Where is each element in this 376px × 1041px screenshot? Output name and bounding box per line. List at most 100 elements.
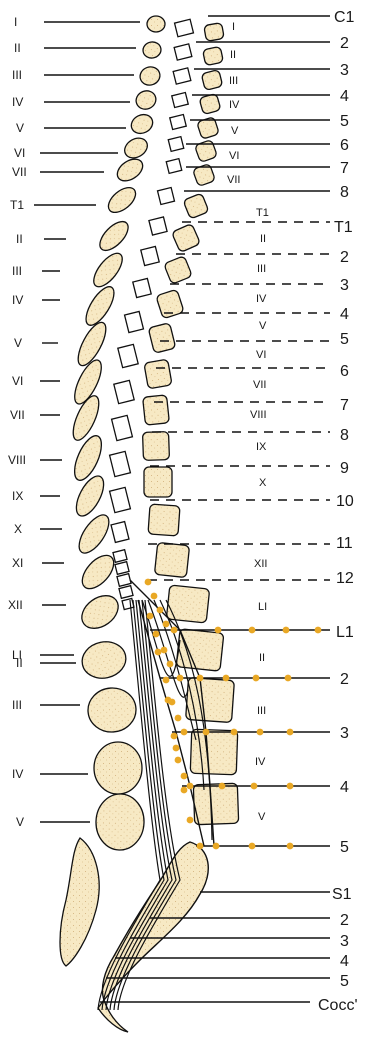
vertebral-body [166, 585, 209, 623]
mid-label: III [257, 705, 266, 717]
left-label: I [14, 15, 17, 29]
left-label: VII [10, 408, 25, 422]
root-dot [157, 607, 164, 614]
right-label: 6 [340, 363, 349, 380]
spinous-process [89, 249, 128, 292]
right-labels: C1 2 3 4 5 6 7 8 T1 2 3 4 5 6 7 8 9 10 1… [318, 9, 358, 1014]
mid-label: XII [254, 558, 267, 570]
spinous-process [95, 217, 133, 255]
mid-label: III [229, 75, 238, 87]
right-label: 5 [340, 839, 349, 856]
cord-segment-box [141, 246, 159, 265]
root-dot [287, 729, 294, 736]
left-label: VIII [8, 453, 26, 467]
vertebral-body [199, 93, 221, 114]
right-label: 6 [340, 137, 349, 154]
root-dot [249, 843, 256, 850]
right-label: 4 [340, 779, 349, 796]
left-label: T1 [10, 198, 24, 212]
cord-segment-box [170, 114, 186, 129]
vertebral-body [148, 504, 180, 536]
right-label: 3 [340, 277, 349, 294]
right-label: 10 [336, 493, 354, 510]
spinous-process [87, 686, 138, 733]
vertebral-body [186, 677, 235, 722]
vertebral-body [154, 542, 189, 577]
cord-segment-box [133, 278, 151, 297]
root-dot [181, 787, 188, 794]
sacral-spine-shape [60, 838, 99, 966]
spinous-process [133, 88, 158, 112]
spinous-process [142, 41, 163, 60]
root-dot [153, 631, 160, 638]
root-dot [223, 675, 230, 682]
root-dot [163, 677, 170, 684]
vertebral-body [171, 223, 200, 252]
right-label: 2 [340, 35, 349, 52]
right-label: C1 [334, 9, 355, 26]
cord-segment-box [115, 562, 129, 575]
root-dot [287, 783, 294, 790]
vertebral-body [144, 467, 172, 497]
root-dot [173, 745, 180, 752]
root-dot [187, 817, 194, 824]
left-label: IV [12, 767, 23, 781]
mid-label: V [231, 125, 239, 137]
root-dot [257, 729, 264, 736]
vertebral-body [143, 432, 170, 461]
vertebral-body [156, 289, 184, 319]
cord-segment-box [118, 344, 138, 367]
cord-segment-box [173, 68, 191, 84]
vertebral-body [201, 70, 223, 91]
right-label: L1 [336, 624, 354, 641]
right-label: 9 [340, 460, 349, 477]
right-label: 2 [340, 671, 349, 688]
left-label: II [14, 41, 21, 55]
right-label: 3 [340, 62, 349, 79]
right-label: 4 [340, 953, 349, 970]
left-label: II [16, 656, 23, 670]
right-label: 11 [336, 535, 353, 552]
cord-segment-box [172, 92, 188, 107]
root-dot [283, 627, 290, 634]
mid-label: II [259, 652, 265, 664]
root-dot [175, 757, 182, 764]
vertebral-column [60, 16, 239, 1032]
cord-segment-box [175, 19, 194, 36]
right-label: 7 [340, 160, 349, 177]
left-label: IV [12, 95, 23, 109]
root-dot [197, 675, 204, 682]
vertebral-body [148, 323, 176, 354]
left-label: XI [12, 556, 23, 570]
right-label: 5 [340, 113, 349, 130]
cord-segment-box [174, 44, 192, 60]
root-dot [177, 675, 184, 682]
root-dot [215, 627, 222, 634]
mid-label: III [257, 263, 266, 275]
mid-label: VII [227, 174, 240, 186]
right-label: 3 [340, 725, 349, 742]
right-label: 8 [340, 184, 349, 201]
cord-segment-box [125, 311, 144, 332]
spinous-process [79, 638, 130, 682]
cord-segment-box [168, 137, 184, 152]
right-label: 8 [340, 427, 349, 444]
left-label: V [16, 121, 24, 135]
root-dot [231, 729, 238, 736]
cord-segment-box [114, 380, 134, 403]
spinous-process [138, 64, 163, 87]
cord-segment-box [111, 522, 129, 543]
mid-label: T1 [256, 207, 269, 219]
cord-segment-box [110, 487, 131, 512]
mid-label: I [232, 21, 235, 33]
root-dot [145, 579, 152, 586]
root-dot [155, 649, 162, 656]
root-dot [181, 729, 188, 736]
vertebral-body [144, 359, 172, 389]
mid-label: VI [229, 150, 239, 162]
root-dot [203, 729, 210, 736]
left-label: XII [8, 598, 23, 612]
right-label: 5 [340, 973, 349, 990]
vertebral-body [164, 256, 193, 285]
root-dot [287, 843, 294, 850]
